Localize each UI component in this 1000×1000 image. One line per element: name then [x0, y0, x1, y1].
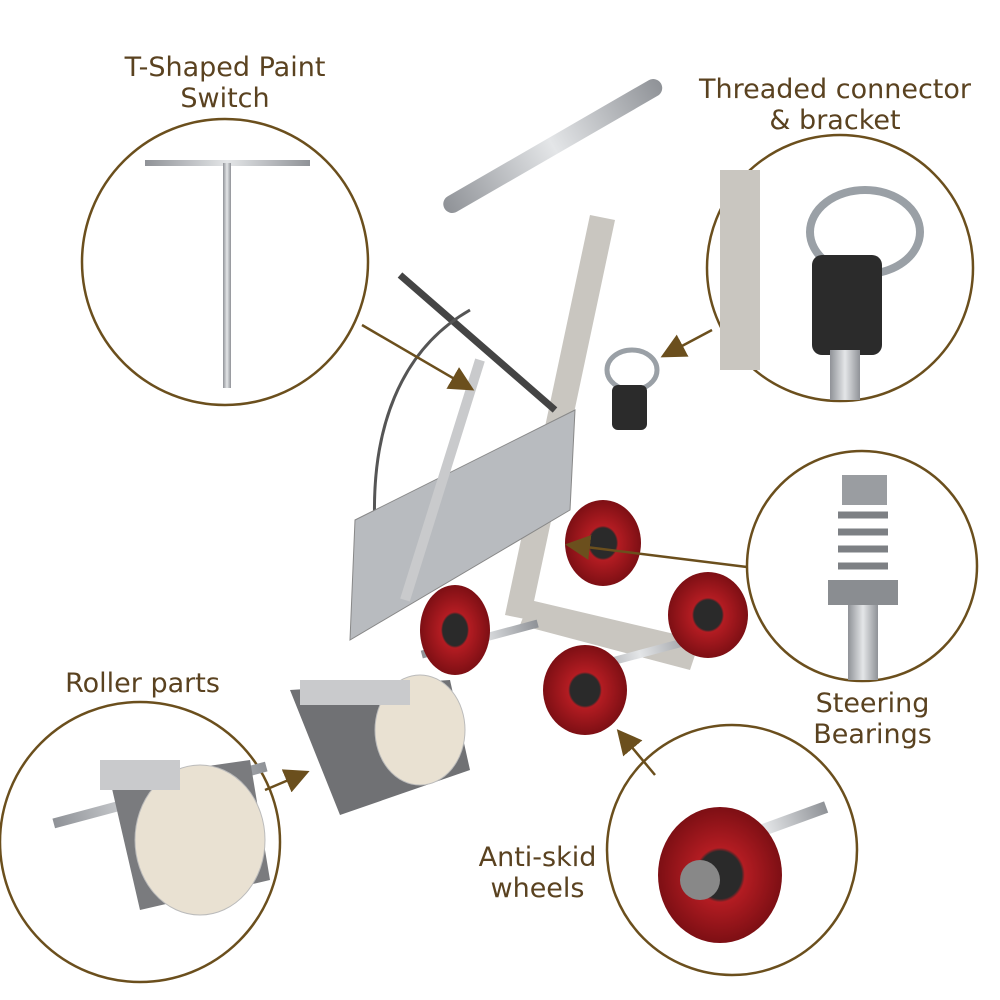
threaded-connector-detail: [720, 170, 924, 400]
callout-circle-threaded: [705, 133, 975, 403]
label-line: Bearings: [813, 719, 932, 750]
wheel-detail: [658, 801, 829, 943]
label-anti-skid: Anti-skid wheels: [465, 842, 610, 904]
label-line: Anti-skid: [478, 842, 597, 873]
label-line: Threaded connector: [699, 74, 971, 105]
label-t-switch: T-Shaped Paint Switch: [95, 52, 355, 114]
callout-circle-roller: [0, 700, 282, 984]
label-line: Roller parts: [65, 668, 220, 699]
callout-circle-t-switch: [80, 117, 370, 407]
label-line: Steering: [815, 688, 930, 719]
roller-detail: [52, 760, 270, 916]
line-marker-machine: [290, 79, 748, 815]
arrow-steering: [565, 535, 748, 569]
label-roller: Roller parts: [50, 668, 235, 699]
label-line: wheels: [490, 873, 585, 904]
steering-bearing-detail: [828, 475, 898, 680]
label-line: & bracket: [769, 105, 901, 136]
label-line: T-Shaped Paint: [124, 52, 326, 83]
arrow-t-switch: [361, 323, 475, 391]
label-steering: Steering Bearings: [800, 688, 945, 750]
arrow-threaded: [660, 328, 713, 358]
t-switch-detail: [145, 160, 310, 388]
arrow-roller: [264, 769, 310, 793]
arrow-wheels: [616, 729, 656, 776]
callout-circle-wheels: [605, 723, 859, 977]
label-line: Switch: [180, 83, 270, 114]
label-threaded: Threaded connector & bracket: [680, 74, 990, 136]
